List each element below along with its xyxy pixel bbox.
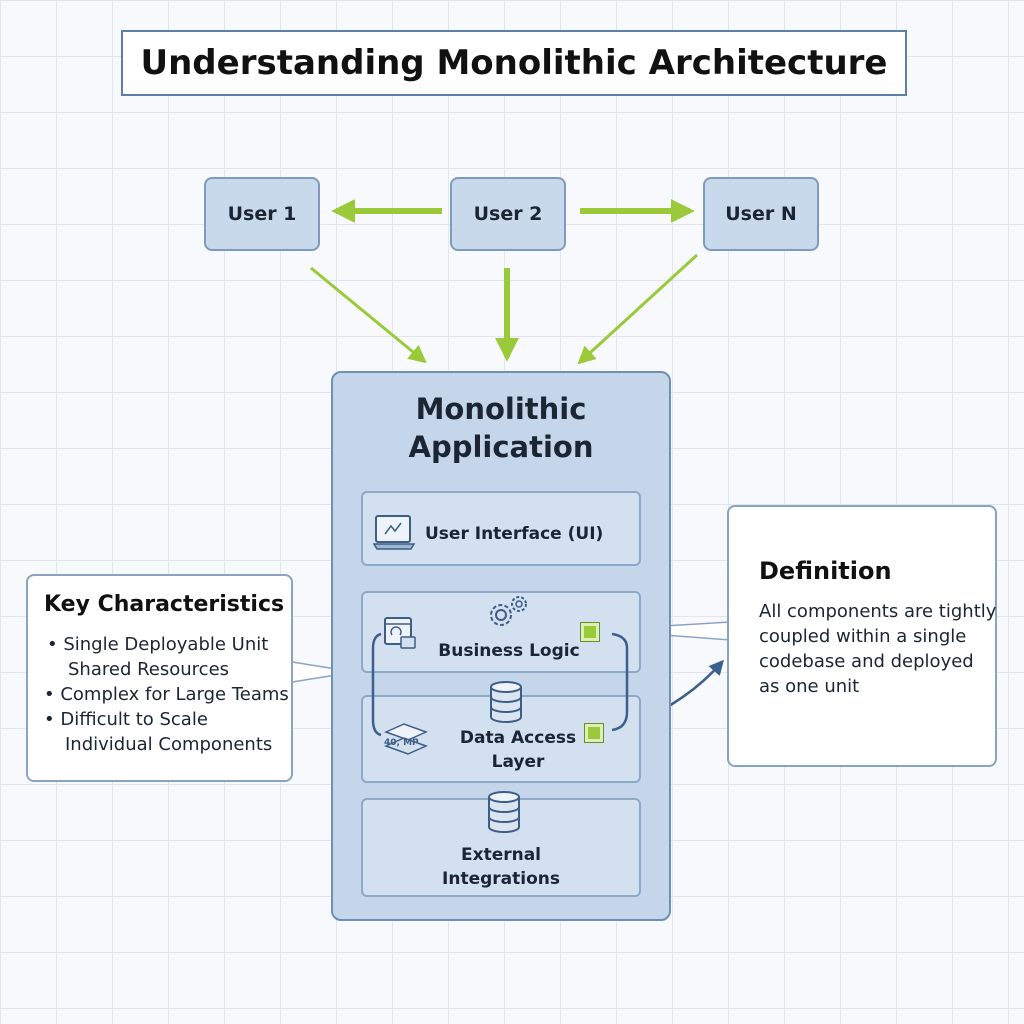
definition-card: [727, 505, 997, 767]
gear-icon: [490, 596, 527, 626]
list-item: • Complex for Large Teams: [44, 684, 289, 705]
definition-heading: Definition: [759, 557, 892, 585]
external-integrations-line2: Integrations: [442, 869, 560, 889]
app-title-line1: Monolithic: [415, 392, 587, 426]
user-n-box: User N: [703, 177, 819, 251]
list-item: • Single Deployable Unit: [47, 634, 269, 655]
page-title: Understanding Monolithic Architecture: [121, 30, 907, 96]
list-item-text: Single Deployable Unit: [63, 634, 269, 655]
ui-layer-label: User Interface (UI): [425, 524, 604, 544]
arrow-user1-to-app: [310, 266, 427, 364]
database-icon: [488, 791, 520, 833]
arrow-usern-to-app: [577, 253, 699, 365]
layers-icon: 40, MP: [383, 723, 429, 755]
user-1-label: User 1: [227, 203, 297, 225]
page-title-text: Understanding Monolithic Architecture: [140, 43, 888, 83]
business-logic-marker: [580, 622, 600, 642]
user-2-label: User 2: [473, 203, 543, 225]
user-1-box: User 1: [204, 177, 320, 251]
business-logic-label: Business Logic: [438, 641, 580, 661]
data-access-label: Data Access Layer: [420, 726, 616, 774]
data-access-label-line2: Layer: [491, 752, 545, 772]
layers-icon-caption: 40, MP: [384, 738, 419, 748]
user-n-label: User N: [725, 203, 797, 225]
list-item-text: Difficult to Scale: [60, 709, 208, 730]
external-integrations-line1: External: [460, 845, 542, 865]
key-characteristics-card: [26, 574, 293, 782]
list-item-text: Individual Components: [65, 734, 273, 755]
window-icon: [384, 617, 416, 649]
definition-text: All components are tightly coupled withi…: [759, 601, 997, 697]
key-characteristics-list: • Single Deployable Unit Shared Resource…: [44, 632, 289, 757]
database-icon: [490, 681, 522, 723]
right-bracket: [611, 632, 629, 732]
list-item: Individual Components: [44, 732, 289, 757]
list-item-text: Complex for Large Teams: [60, 684, 289, 705]
monitor-icon: [373, 515, 416, 550]
app-title: Monolithic Application: [331, 390, 671, 466]
left-bracket: [371, 632, 382, 737]
app-title-line2: Application: [408, 430, 594, 464]
key-characteristics-heading: Key Characteristics: [44, 592, 285, 617]
list-item: • Difficult to Scale: [44, 709, 208, 730]
external-integrations-label: External Integrations: [361, 843, 641, 891]
data-access-marker: [584, 723, 604, 743]
list-item: Shared Resources: [44, 657, 289, 682]
list-item-text: Shared Resources: [68, 659, 230, 680]
user-2-box: User 2: [450, 177, 566, 251]
data-access-label-line1: Data Access: [459, 728, 577, 748]
